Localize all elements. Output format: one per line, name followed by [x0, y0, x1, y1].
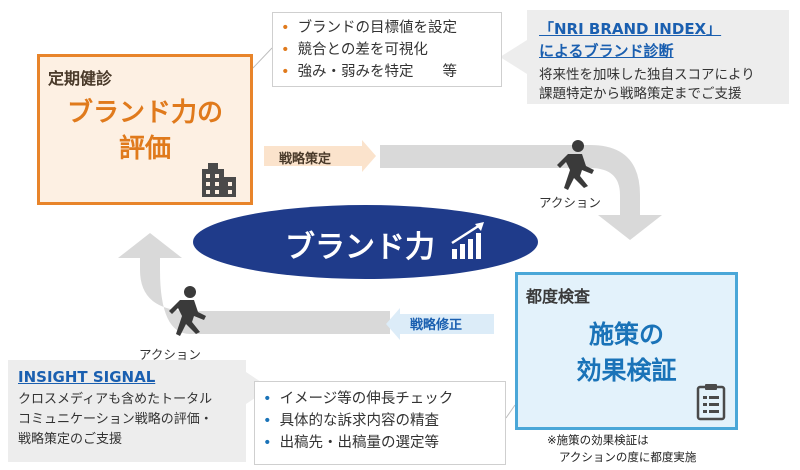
insight-title[interactable]: INSIGHT SIGNAL — [18, 368, 156, 386]
periodic-bullet-2: •競合との差を可視化 — [281, 42, 428, 58]
insight-description: クロスメディアも含めたトータル コミュニケーション戦略の評価・ 戦略策定のご支援 — [18, 390, 213, 450]
effect-title: 施策の 効果検証 — [518, 317, 735, 389]
insight-signal-note: INSIGHT SIGNAL クロスメディアも含めたトータル コミュニケーション… — [8, 360, 246, 462]
strategy-arrow — [264, 140, 376, 172]
effect-check-box: 都度検査 施策の 効果検証 — [515, 272, 738, 430]
nri-title-line2[interactable]: によるブランド診断 — [539, 42, 674, 60]
action-label-left: アクション — [139, 347, 201, 362]
periodic-bullets-callout: •ブランドの目標値を設定 •競合との差を可視化 •強み・弱みを特定 等 — [272, 12, 502, 87]
action-label-right: アクション — [539, 195, 601, 210]
flow-arrow-right — [380, 145, 662, 240]
nri-note-pointer — [500, 40, 527, 74]
nri-desc-line1: 将来性を加味した独自スコアにより — [539, 67, 755, 83]
revise-label: 戦略修正 — [410, 318, 463, 333]
flow-arrow-left — [118, 233, 390, 334]
periodic-bullet-1: •ブランドの目標値を設定 — [281, 20, 458, 36]
periodic-tag: 定期健診 — [48, 69, 113, 88]
insight-desc-line2: コミュニケーション戦略の評価・ — [18, 412, 213, 427]
runner-icon-left — [169, 286, 206, 336]
effect-tag: 都度検査 — [526, 287, 591, 306]
building-icon — [202, 163, 236, 197]
periodic-title-line2: 評価 — [118, 134, 171, 164]
footnote-line1: ※施策の効果検証は — [547, 433, 649, 447]
insight-desc-line3: 戦略策定のご支援 — [18, 432, 123, 447]
footnote: ※施策の効果検証は アクションの度に都度実施 — [547, 432, 696, 466]
periodic-bullet-3: •強み・弱みを特定 等 — [281, 64, 458, 80]
insight-desc-line1: クロスメディアも含めたトータル — [18, 392, 213, 407]
nri-brand-index-note: 「NRI BRAND INDEX」 によるブランド診断 将来性を加味した独自スコ… — [527, 10, 789, 104]
periodic-callout-connector — [252, 47, 273, 69]
footnote-line2: アクションの度に都度実施 — [559, 450, 697, 464]
nri-description: 将来性を加味した独自スコアにより 課題特定から戦略策定までご支援 — [539, 66, 755, 104]
effect-bullet-1: •イメージ等の伸長チェック — [263, 391, 454, 407]
strategy-label: 戦略策定 — [279, 152, 332, 167]
revise-arrow — [386, 308, 494, 340]
effect-title-line2: 効果検証 — [576, 356, 677, 385]
runner-icon-right — [557, 140, 594, 190]
brand-power-ellipse: ブランド力 — [193, 205, 538, 279]
growth-chart-icon — [451, 222, 484, 259]
periodic-bullet-list: •ブランドの目標値を設定 •競合との差を可視化 •強み・弱みを特定 等 — [281, 17, 457, 83]
effect-bullet-list: •イメージ等の伸長チェック •具体的な訴求内容の精査 •出稿先・出稿量の選定等 — [263, 388, 453, 454]
brand-power-label: ブランド力 — [285, 230, 435, 265]
periodic-title: ブランド力の 評価 — [40, 95, 250, 167]
effect-title-line1: 施策の — [588, 320, 664, 349]
nri-desc-line2: 課題特定から戦略策定までご支援 — [539, 86, 742, 102]
nri-title-line1[interactable]: 「NRI BRAND INDEX」 — [539, 20, 722, 38]
clipboard-icon — [696, 384, 726, 421]
periodic-title-line1: ブランド力の — [66, 98, 223, 128]
periodic-check-box: 定期健診 ブランド力の 評価 — [37, 54, 253, 205]
effect-bullets-callout: •イメージ等の伸長チェック •具体的な訴求内容の精査 •出稿先・出稿量の選定等 — [254, 381, 506, 465]
effect-callout-connector — [505, 404, 516, 419]
effect-bullet-2: •具体的な訴求内容の精査 — [263, 413, 440, 429]
effect-bullet-3: •出稿先・出稿量の選定等 — [263, 435, 440, 451]
